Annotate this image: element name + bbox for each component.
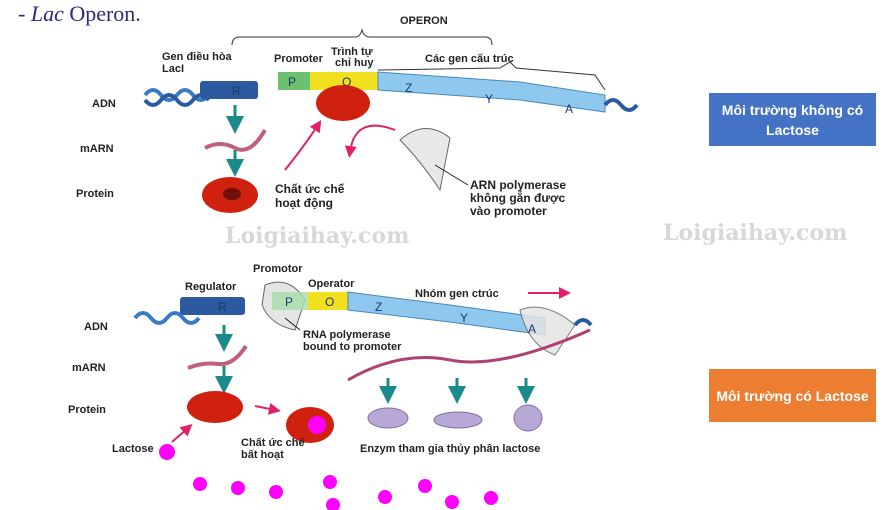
gene-z: Z — [375, 300, 382, 314]
bound-lactose — [308, 416, 326, 434]
operator-region — [310, 72, 378, 90]
dna-helix-end — [573, 318, 593, 327]
lactose-molecule — [484, 491, 498, 505]
lactose-molecule — [326, 498, 340, 510]
bound-repressor — [316, 85, 370, 121]
promoter-region — [272, 292, 308, 310]
lactose-molecule — [193, 477, 207, 491]
enzymes — [367, 378, 543, 432]
mrna-strand — [187, 344, 248, 370]
dna-helix — [143, 88, 211, 102]
dna-helix-strand — [143, 93, 211, 107]
gene-a: A — [565, 102, 573, 116]
row-label-protein: Protein — [76, 188, 114, 200]
watermark: Loigiaihay.com — [225, 223, 409, 249]
gene-a: A — [528, 322, 536, 336]
regulator-label: Regulator — [185, 281, 237, 293]
regulator-gene — [200, 81, 258, 99]
inactivation-arrow — [254, 402, 281, 415]
promoter-label: Promoter — [274, 53, 324, 65]
enzymes-label: Enzym tham gia thủy phân lactose — [360, 443, 540, 455]
gene-y: Y — [460, 311, 468, 325]
structural-genes-label: Nhóm gen ctrúc — [415, 288, 499, 300]
lactose-molecule — [269, 485, 283, 499]
gene-r: R — [218, 300, 227, 314]
mrna-strand — [204, 128, 267, 152]
lactose-label: Lactose — [112, 443, 154, 455]
lactose-molecule — [378, 490, 392, 504]
structural-brace — [377, 61, 606, 91]
polycistronic-mrna — [347, 328, 591, 382]
lactose-molecules — [193, 475, 498, 510]
structural-genes-label: Các gen cấu trúc — [425, 53, 514, 65]
operator-label: Operator — [308, 278, 355, 290]
pointer-line — [284, 317, 301, 331]
row-label-dna: ADN — [84, 321, 108, 333]
row-label-mrna: mARN — [72, 362, 106, 374]
lactose-molecule — [418, 479, 432, 493]
operon-label: OPERON — [400, 15, 448, 27]
lactose-molecule — [231, 481, 245, 495]
operator-region — [308, 292, 348, 310]
binding-arrow — [284, 119, 322, 171]
enzyme-z — [367, 407, 409, 429]
enzyme-a — [513, 404, 543, 432]
gene-p: P — [285, 295, 293, 309]
release-arrow — [344, 124, 396, 158]
bottom-panel: Promotor Regulator Operator Nhóm gen ctr… — [68, 263, 593, 510]
structural-genes — [377, 71, 606, 113]
promotor-label: Promotor — [253, 263, 303, 275]
operon-brace — [231, 28, 493, 46]
page-title: - Lac Operon. — [18, 1, 141, 26]
gene-y: Y — [485, 92, 493, 106]
gene-z: Z — [405, 81, 412, 95]
lactose-molecule — [323, 475, 337, 489]
rna-polymerase — [399, 128, 451, 192]
pointer-line — [434, 164, 469, 186]
row-label-dna: ADN — [92, 98, 116, 110]
dna-helix — [133, 311, 201, 325]
regulator-gene — [180, 297, 245, 315]
gene-o: O — [342, 75, 351, 89]
gene-o: O — [325, 295, 334, 309]
with-lactose-box: Môi trường có Lactose — [709, 369, 876, 422]
lactose-arrow — [171, 424, 193, 443]
repressor-pocket — [223, 188, 241, 200]
repressor-protein — [187, 391, 243, 423]
watermark: Loigiaihay.com — [663, 220, 847, 246]
enzyme-y — [433, 411, 483, 429]
row-label-protein: Protein — [68, 404, 106, 416]
promoter-region — [278, 72, 310, 90]
row-label-mrna: mARN — [80, 143, 114, 155]
gene-p: P — [288, 75, 296, 89]
no-lactose-box: Môi trường không có Lactose — [709, 93, 876, 146]
gene-r: R — [232, 84, 241, 98]
lactose-molecule — [445, 495, 459, 509]
lactose-molecule — [159, 444, 175, 460]
dna-helix-end — [603, 98, 639, 112]
